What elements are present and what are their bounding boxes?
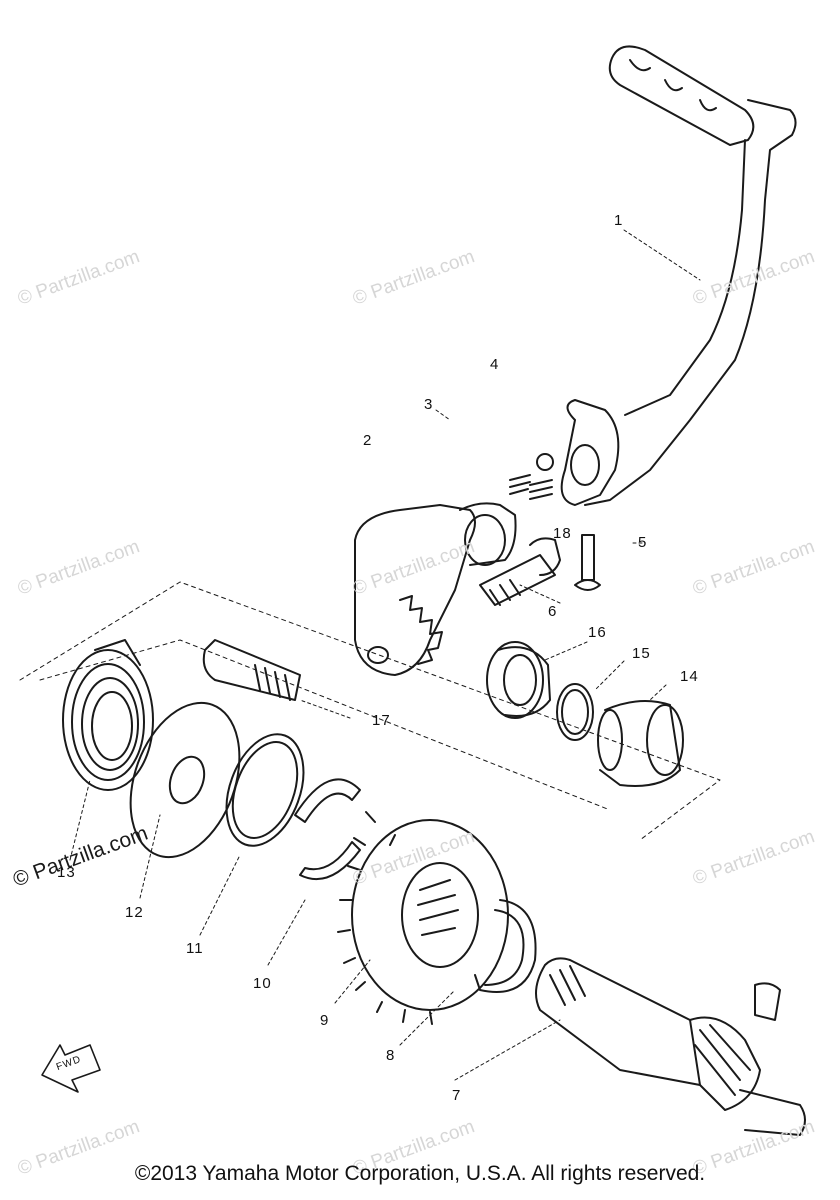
washer <box>129 701 241 859</box>
circlip-large <box>225 733 305 847</box>
callout-13: 13 <box>57 864 76 881</box>
callout-18: 18 <box>553 525 572 542</box>
callout-17: 17 <box>372 712 391 729</box>
callout-12: 12 <box>125 904 144 921</box>
bearing <box>486 641 551 719</box>
snap-ring <box>474 899 537 993</box>
callout-16: 16 <box>588 624 607 641</box>
kick-gear <box>337 811 509 1025</box>
kick-axle <box>535 957 806 1136</box>
pivot-bolt <box>479 537 561 606</box>
callout-11: 11 <box>186 940 204 957</box>
circlip-small <box>556 683 594 741</box>
callout-5: 5 <box>638 534 648 551</box>
copyright-notice: ©2013 Yamaha Motor Corporation, U.S.A. A… <box>134 1162 706 1185</box>
callout-14: 14 <box>680 668 699 685</box>
assembly-outline <box>19 581 721 841</box>
fwd-arrow-icon <box>41 1044 101 1093</box>
callout-4: 4 <box>490 356 500 373</box>
callout-1: 1 <box>614 212 624 229</box>
callout-7: 7 <box>452 1087 462 1104</box>
torsion-spring <box>62 639 154 791</box>
callout-3: 3 <box>424 396 434 413</box>
kick-lever <box>560 45 797 506</box>
callout-6: 6 <box>548 603 558 620</box>
callout-10: 10 <box>253 975 272 992</box>
callout-8: 8 <box>386 1047 396 1064</box>
kick-boss <box>354 502 517 676</box>
shaft-pin <box>202 639 301 701</box>
callout-9: 9 <box>320 1012 330 1029</box>
callout-2: 2 <box>363 432 373 449</box>
pin <box>574 534 601 591</box>
leader-lines <box>69 229 701 1081</box>
callout-15: 15 <box>632 645 651 662</box>
split-rings <box>294 778 361 880</box>
collar <box>597 700 684 787</box>
detent-parts <box>509 453 554 500</box>
